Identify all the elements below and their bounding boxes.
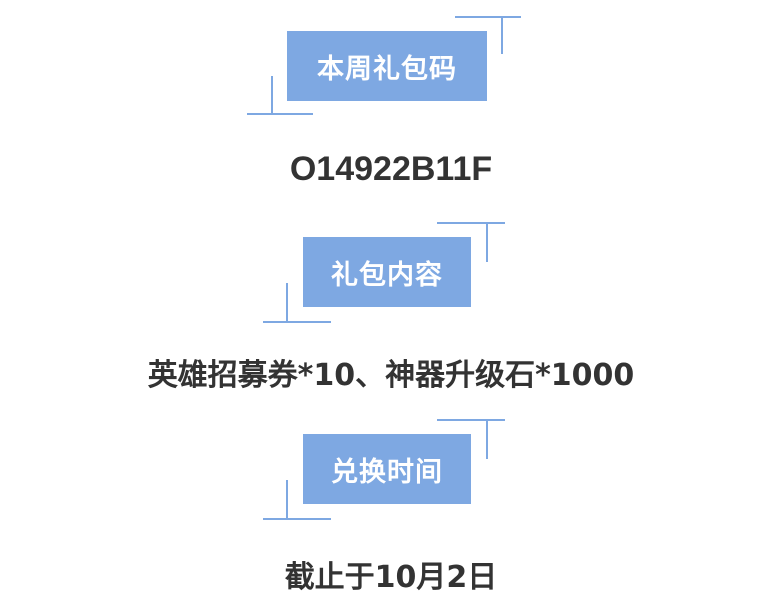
decor-line	[501, 16, 503, 54]
gift-code-label: 本周礼包码	[287, 31, 487, 101]
decor-line	[263, 321, 331, 323]
decor-line	[486, 222, 488, 262]
decor-line	[486, 419, 488, 459]
gift-content-label: 礼包内容	[303, 237, 471, 307]
redeem-time-label: 兑换时间	[303, 434, 471, 504]
redeem-time-value: 截止于10月2日	[284, 560, 498, 595]
decor-line	[286, 283, 288, 323]
gift-content-value: 英雄招募券*10、神器升级石*1000	[147, 358, 635, 393]
gift-content-section: 礼包内容 英雄招募券*10、神器升级石*1000	[147, 222, 635, 393]
decor-line	[263, 518, 331, 520]
gift-code-value: O14922B11F	[289, 150, 493, 188]
decor-line	[271, 76, 273, 114]
decor-line	[247, 113, 313, 115]
gift-code-section: 本周礼包码 O14922B11F	[0, 0, 782, 200]
decor-line	[455, 16, 521, 18]
decor-line	[286, 480, 288, 520]
decor-line	[437, 222, 505, 224]
decor-line	[437, 419, 505, 421]
